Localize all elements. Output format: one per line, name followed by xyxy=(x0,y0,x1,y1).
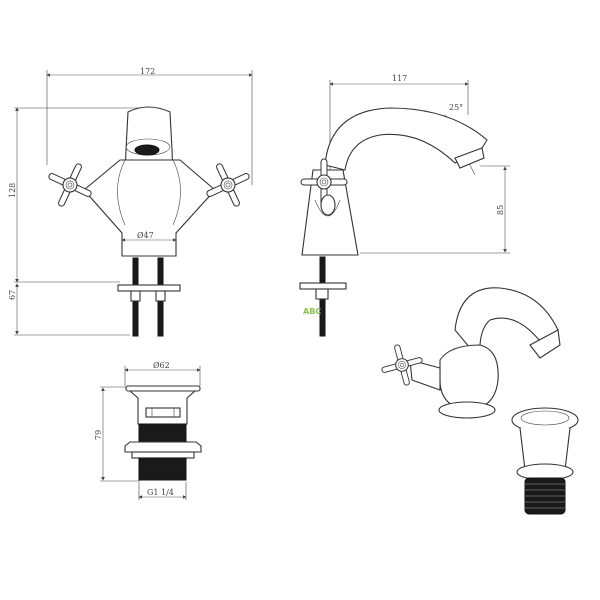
dimension-label-angle: 25° xyxy=(449,103,463,112)
dimension-label-waste-height: 79 xyxy=(94,430,103,440)
dimension-label-waste-diameter: Ø62 xyxy=(153,361,170,370)
mounting-nut xyxy=(117,284,181,292)
dimension-label-reach: 117 xyxy=(392,74,407,83)
left-cross-handle xyxy=(43,158,96,211)
isometric-faucet-view xyxy=(380,287,561,419)
waste-front-view: Ø62 79 G1 1/4 xyxy=(94,361,202,500)
isometric-waste-view xyxy=(511,407,579,515)
dimension-label-spout-height: 85 xyxy=(496,205,505,215)
front-view: 172 128 67 Ø47 xyxy=(8,67,255,337)
abc-logo: ABC xyxy=(303,307,321,316)
waste-thread xyxy=(138,457,187,481)
waste-flange xyxy=(124,441,202,453)
dimension-label-base-diameter: Ø47 xyxy=(137,231,154,240)
dimension-label-height: 128 xyxy=(8,183,17,198)
dimension-label-below: 67 xyxy=(8,290,17,300)
side-view: 117 25° 85 ABC xyxy=(299,74,510,337)
dimension-label-width: 172 xyxy=(140,67,155,76)
dimension-label-thread: G1 1/4 xyxy=(147,488,174,497)
faucet-valve-body xyxy=(83,159,216,257)
iso-body xyxy=(439,344,499,411)
side-spout xyxy=(324,107,488,171)
